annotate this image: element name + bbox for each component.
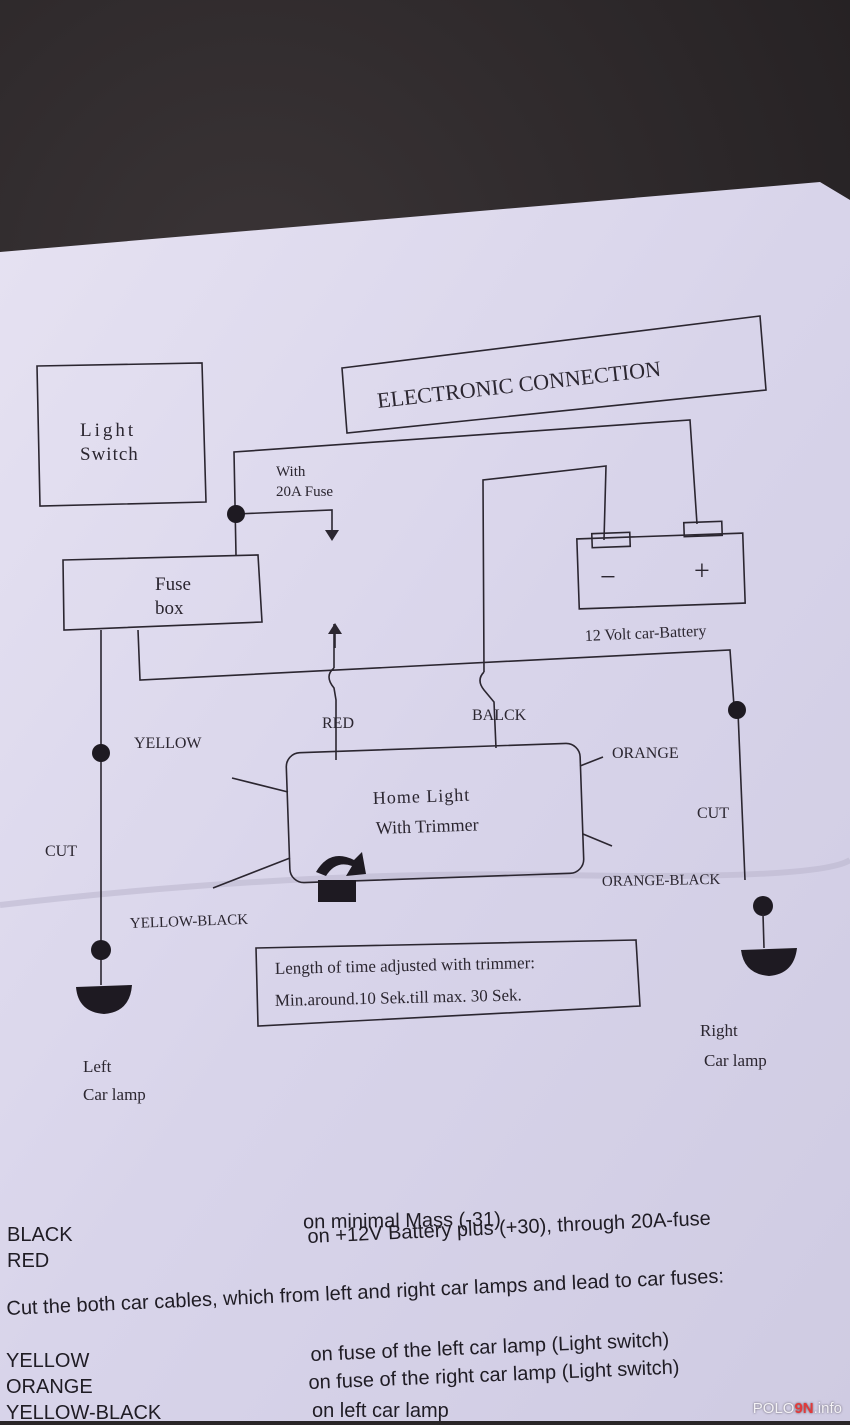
junction-dot-yellow (92, 744, 110, 762)
wire-right-lamp (737, 711, 746, 881)
right-lamp-icon (741, 948, 797, 976)
wire-label-yellow: YELLOW (134, 735, 202, 752)
left-lamp-dot (91, 940, 111, 960)
fuse-box-label: Fuse (155, 574, 191, 595)
yellow-key: YELLOW (6, 1350, 90, 1372)
wire-fuse-arrow (235, 509, 333, 530)
watermark-accent: 9N (794, 1400, 814, 1417)
junction-dot-orange (728, 701, 746, 719)
left-lamp-icon (76, 985, 132, 1014)
fuse-note-2: 20A Fuse (276, 484, 333, 500)
wire-yellow-black (212, 857, 291, 889)
right-lamp-dot (753, 896, 773, 916)
black-key: BLACK (7, 1224, 73, 1246)
battery-body (576, 532, 746, 610)
wire-label-orange-black: ORANGE-BLACK (602, 872, 721, 890)
wire-label-orange: ORANGE (612, 745, 679, 762)
wire-orange (579, 756, 604, 767)
red-key: RED (7, 1250, 50, 1272)
note-box (255, 939, 641, 1027)
fuse-arrow-down-icon (325, 530, 339, 541)
wire-label-yellow-black: YELLOW-BLACK (130, 912, 249, 932)
watermark-suffix: .info (813, 1400, 842, 1417)
cut-label-left: CUT (45, 843, 77, 860)
fuse-note: With (276, 464, 306, 480)
wire-switch-fuse (233, 419, 698, 556)
orange-key: ORANGE (6, 1376, 93, 1398)
trimmer-knob-icon (318, 880, 356, 902)
fuse-arrow-up-icon (328, 623, 342, 634)
battery-minus-label: − (600, 562, 616, 593)
left-lamp-label-2: Car lamp (83, 1085, 146, 1104)
site-watermark: POLO9N.info (753, 1400, 842, 1417)
fuse-box (62, 554, 263, 631)
right-lamp-label-2: Car lamp (704, 1051, 767, 1070)
title-box (341, 315, 767, 434)
battery-label: 12 Volt car-Battery (584, 623, 706, 645)
light-switch-label-2: Switch (80, 444, 139, 465)
wire-orange-black (582, 833, 613, 847)
left-lamp-label: Left (83, 1057, 112, 1076)
battery-terminal-plus (682, 520, 724, 538)
watermark-prefix: POLO (752, 1400, 795, 1417)
wire-black (482, 465, 607, 673)
yellow-black-desc: on left car lamp (312, 1400, 449, 1422)
right-lamp-stem (762, 913, 765, 949)
paper-sheet (0, 182, 850, 1421)
right-lamp-label: Right (700, 1021, 738, 1040)
home-light-module (285, 742, 585, 884)
battery-plus-label: + (694, 556, 710, 587)
light-switch-box (36, 362, 207, 507)
light-switch-label: Light (80, 420, 136, 441)
fuse-box-label-2: box (155, 598, 184, 619)
battery-terminal-minus (590, 531, 632, 549)
wire-label-red: RED (322, 715, 354, 732)
module-label-2: With Trimmer (375, 814, 478, 838)
module-label-1: Home Light (372, 785, 470, 808)
wire-left-stub (231, 777, 289, 793)
cut-label-right: CUT (697, 805, 729, 822)
wire-black-crossover (479, 671, 497, 749)
yellow-black-key: YELLOW-BLACK (6, 1402, 162, 1424)
wire-label-black: BALCK (472, 707, 527, 724)
trimmer-rotate-icon (316, 852, 366, 876)
junction-dot-switch (227, 505, 245, 523)
wire-orange-top (137, 629, 735, 707)
